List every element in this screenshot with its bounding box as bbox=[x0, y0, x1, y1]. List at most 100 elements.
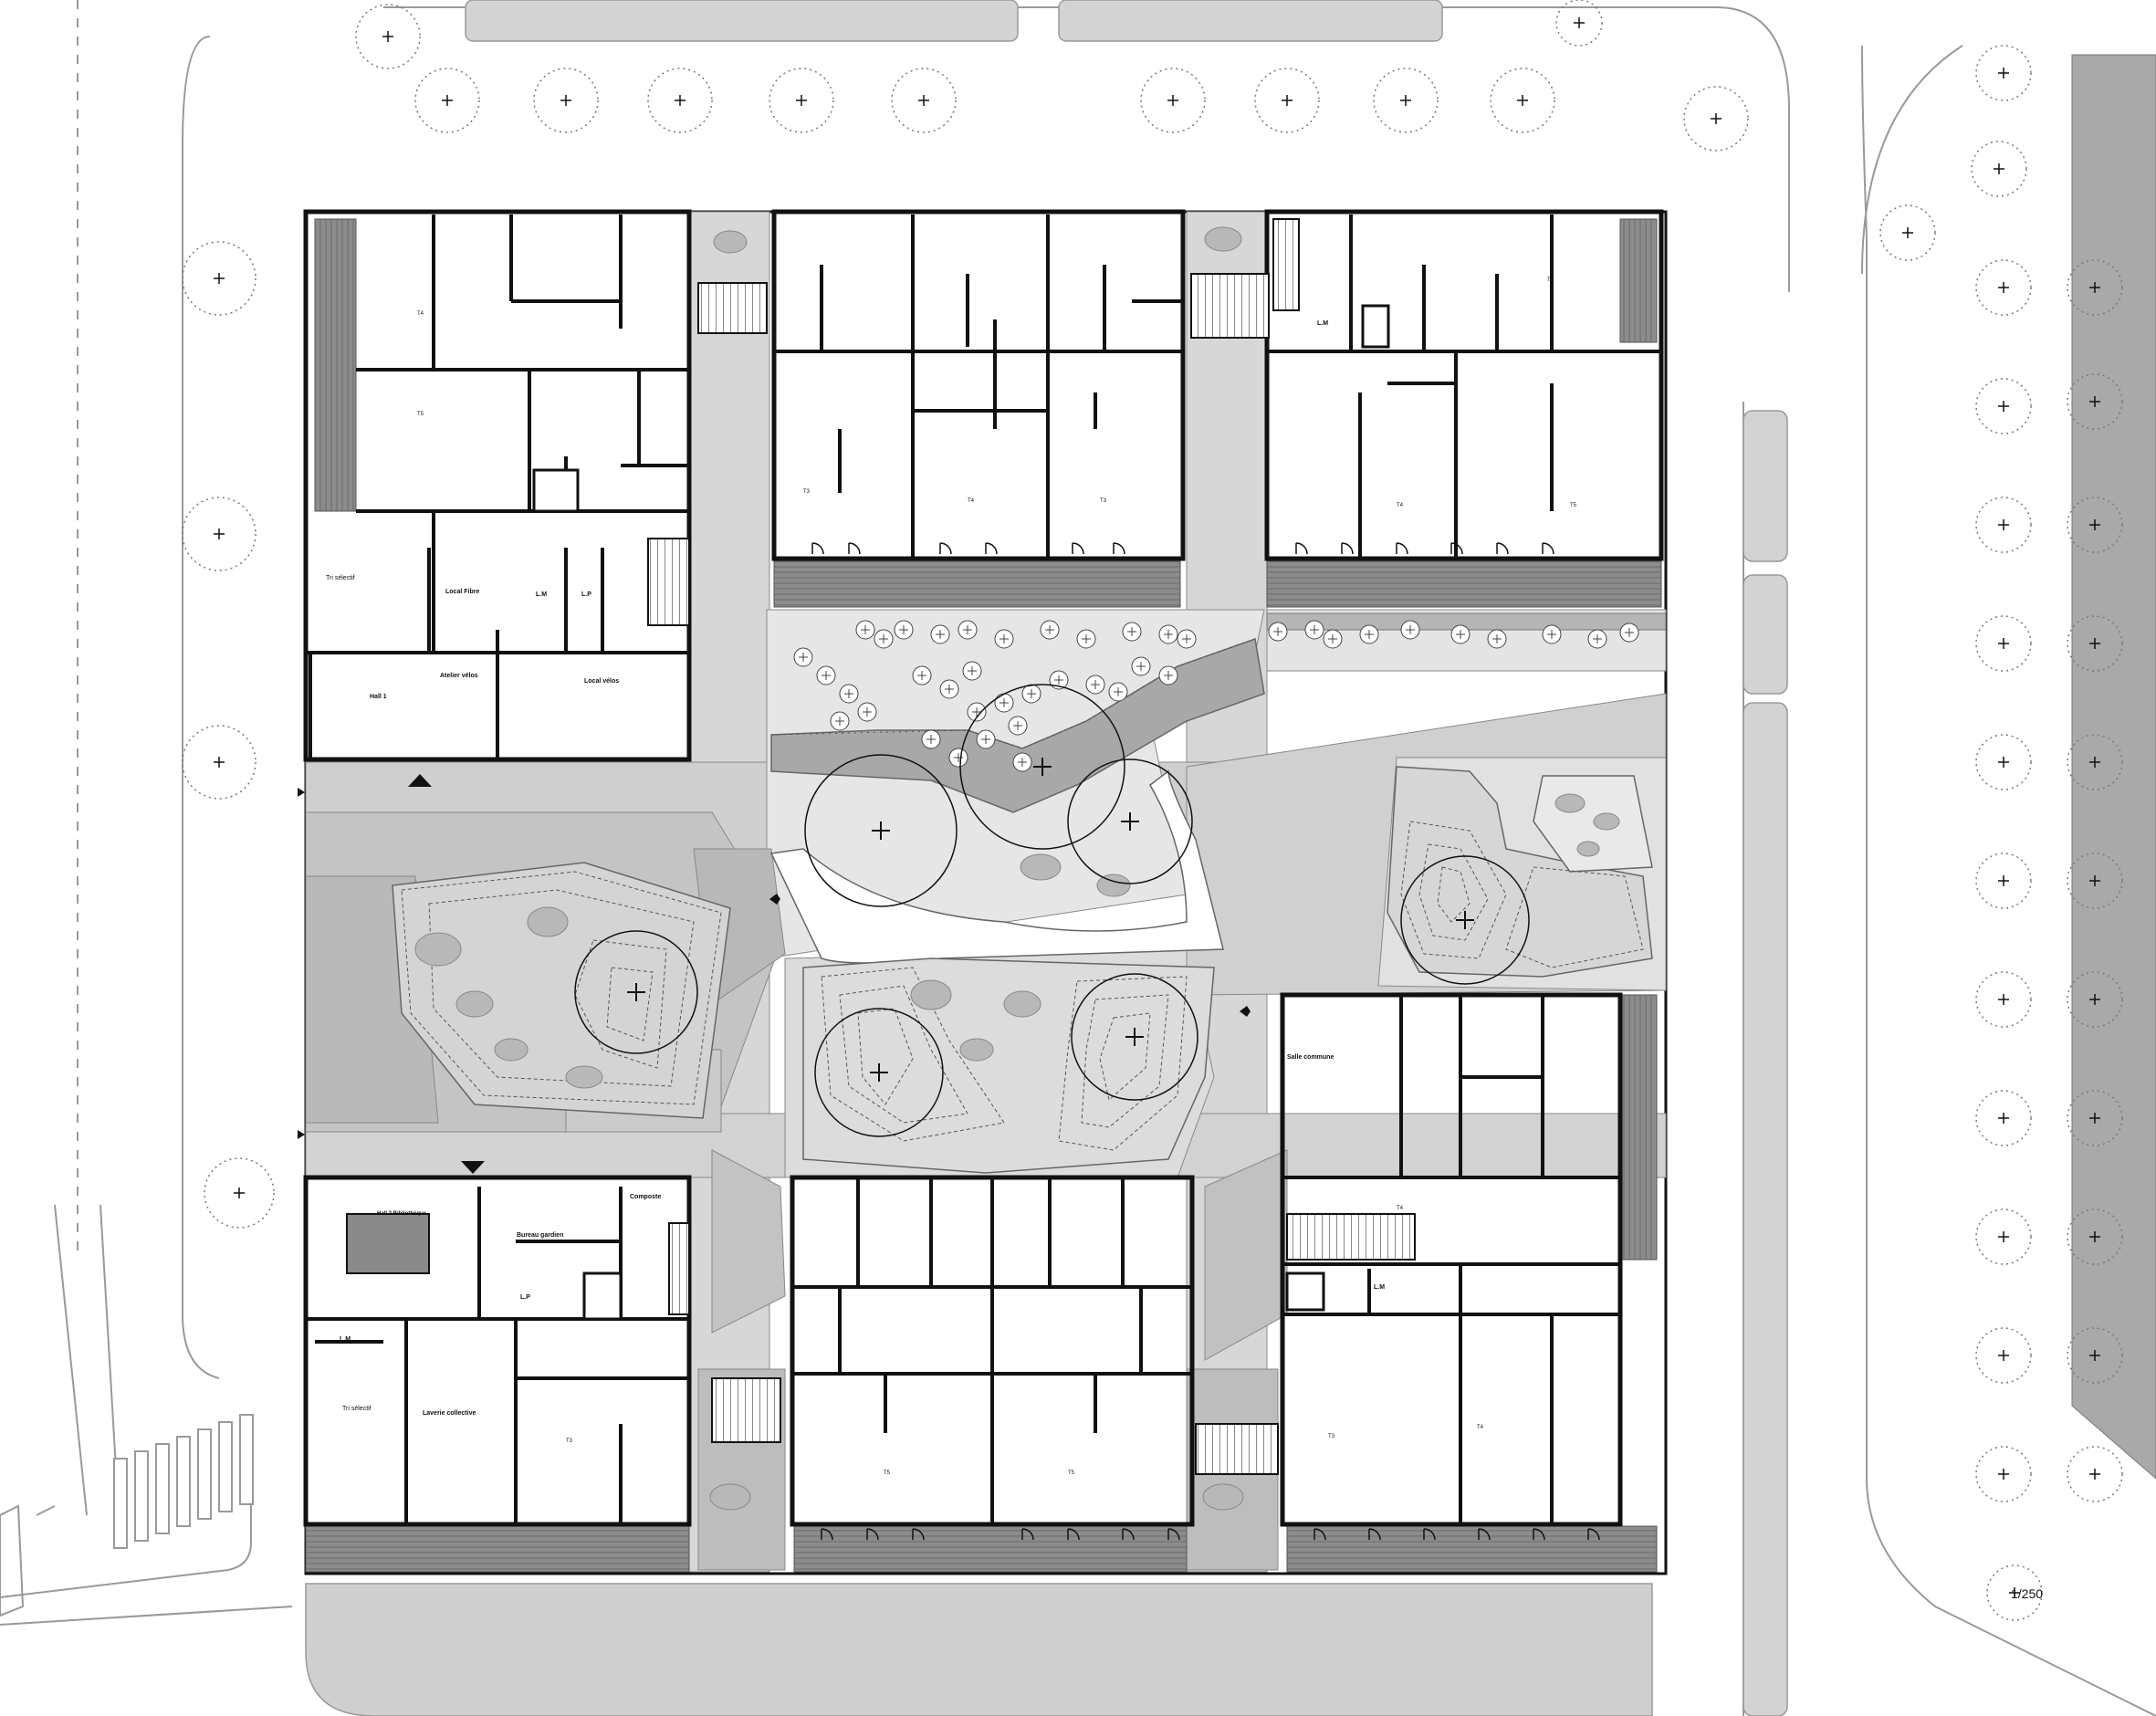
street-tree-canopy bbox=[1254, 68, 1320, 133]
apt-label: T4 bbox=[968, 498, 975, 504]
label-tri-selectif-2: Tri sélectif bbox=[342, 1406, 372, 1412]
courtyard-tree-marker bbox=[799, 653, 808, 662]
parking-strip-north-1 bbox=[465, 0, 1019, 42]
courtyard-tree-marker bbox=[1000, 634, 1009, 644]
street-tree-canopy bbox=[1490, 68, 1555, 133]
door-swing bbox=[1341, 542, 1354, 555]
courtyard-tree-marker bbox=[1054, 675, 1063, 685]
street-trees bbox=[182, 0, 2123, 1621]
street-tree-canopy bbox=[1975, 45, 2032, 101]
street-tree-canopy bbox=[533, 68, 599, 133]
street-tree-canopy bbox=[1373, 68, 1439, 133]
street-tree-canopy bbox=[2067, 1446, 2123, 1502]
courtyard-tree-marker bbox=[1091, 680, 1100, 689]
label-tri-selectif-1: Tri sélectif bbox=[326, 575, 355, 581]
street-tree-marker bbox=[214, 273, 225, 284]
crosswalk bbox=[113, 1414, 254, 1549]
street-tree-marker bbox=[1998, 1350, 2009, 1361]
door-swing bbox=[1423, 1528, 1436, 1541]
door-swing bbox=[1478, 1528, 1491, 1541]
door-swing bbox=[985, 542, 998, 555]
street-tree-marker bbox=[1282, 95, 1293, 106]
balcony-bands bbox=[305, 218, 1662, 1573]
sidewalk-south bbox=[305, 1583, 1653, 1716]
courtyard-tree-marker bbox=[1273, 627, 1282, 636]
street-tree-marker bbox=[2089, 757, 2100, 768]
door-swing bbox=[1368, 1528, 1381, 1541]
street-tree-canopy bbox=[1555, 0, 1603, 47]
street-tree-canopy bbox=[1683, 86, 1749, 152]
street-tree-canopy bbox=[1986, 1564, 2043, 1621]
street-tree-canopy bbox=[204, 1157, 275, 1229]
street-edge-west bbox=[182, 36, 220, 1379]
courtyard-tree-marker bbox=[1182, 634, 1191, 644]
courtyard-small-trees bbox=[793, 620, 1639, 772]
courtyard-tree-marker bbox=[1013, 721, 1022, 730]
apt-label: T5 bbox=[417, 412, 424, 417]
courtyard-tree-marker bbox=[968, 666, 977, 675]
street-tree-marker bbox=[2089, 994, 2100, 1005]
courtyard-tree-marker bbox=[1547, 630, 1556, 639]
stair-nw bbox=[647, 538, 690, 626]
apt-label: T3 bbox=[1100, 498, 1107, 504]
label-local-velos: Local vélos bbox=[584, 678, 619, 685]
room-labels: Tri sélectif Hall 1 Local Fibre L.M L.P … bbox=[326, 320, 1385, 1417]
street-tree-marker bbox=[1998, 282, 2009, 293]
street-tree-marker bbox=[2089, 1350, 2100, 1361]
street-tree-canopy bbox=[182, 241, 256, 316]
parking-strip-north-2 bbox=[1058, 0, 1443, 42]
street-tree-canopy bbox=[1975, 1209, 2032, 1265]
street-tree-marker bbox=[796, 95, 807, 106]
street-tree-marker bbox=[2089, 638, 2100, 649]
label-hall-2-bibliotheque: Hall 2 Bibliothèque bbox=[377, 1211, 427, 1217]
courtyard-tree-marker bbox=[1625, 628, 1634, 637]
stair-sw bbox=[668, 1222, 690, 1315]
door-swing bbox=[848, 542, 861, 555]
street-tree-marker bbox=[1998, 519, 2009, 530]
door-swing bbox=[1021, 1528, 1034, 1541]
apt-label: T5 bbox=[884, 1470, 891, 1476]
building-nw-partitions bbox=[306, 214, 689, 758]
stair-s-south bbox=[1195, 1423, 1279, 1475]
building-e bbox=[1280, 992, 1623, 1527]
elevator-ne bbox=[1361, 304, 1390, 349]
label-bureau-gardien: Bureau gardien bbox=[517, 1232, 563, 1239]
street-tree-marker bbox=[2009, 1587, 2020, 1598]
street-tree-canopy bbox=[1879, 204, 1936, 261]
building-sw bbox=[303, 1175, 692, 1527]
apt-label: T5 bbox=[1570, 503, 1577, 508]
street-tree-canopy bbox=[1975, 971, 2032, 1028]
street-tree-marker bbox=[214, 757, 225, 768]
door-swing bbox=[1167, 1528, 1180, 1541]
door-swings bbox=[811, 542, 1600, 1541]
courtyard-tree-marker bbox=[954, 753, 963, 762]
stair-sw-south bbox=[711, 1377, 781, 1443]
courtyard-tree-marker bbox=[1164, 671, 1173, 680]
apt-label: T3 bbox=[1328, 1434, 1335, 1439]
building-n-partitions bbox=[774, 214, 1183, 559]
street-tree-marker bbox=[2089, 1113, 2100, 1124]
courtyard-tree-marker bbox=[1593, 634, 1602, 644]
street-tree-marker bbox=[1574, 17, 1585, 28]
door-swing bbox=[866, 1528, 879, 1541]
street-tree-marker bbox=[1998, 401, 2009, 412]
courtyard-tree-marker bbox=[981, 735, 990, 744]
street-curve-southwest bbox=[0, 1470, 252, 1598]
street-tree-canopy bbox=[1975, 1446, 2032, 1502]
stair-nw-north bbox=[697, 282, 768, 334]
courtyard-tree-marker bbox=[863, 707, 872, 717]
courtyard-tree-marker bbox=[972, 707, 981, 717]
street-tree-canopy bbox=[1975, 378, 2032, 434]
street-tree-canopy bbox=[182, 725, 256, 800]
entrance-star-2 bbox=[1240, 1006, 1251, 1017]
parking-strip-east-3 bbox=[1743, 702, 1788, 1716]
street-tree-canopy bbox=[2067, 259, 2123, 316]
apt-label: T4 bbox=[1477, 1425, 1484, 1430]
street-tree-marker bbox=[1167, 95, 1178, 106]
street-tree-canopy bbox=[1975, 853, 2032, 909]
street-tree-marker bbox=[2089, 519, 2100, 530]
street-tree-canopy bbox=[769, 68, 834, 133]
street-edge-north bbox=[383, 6, 1790, 292]
